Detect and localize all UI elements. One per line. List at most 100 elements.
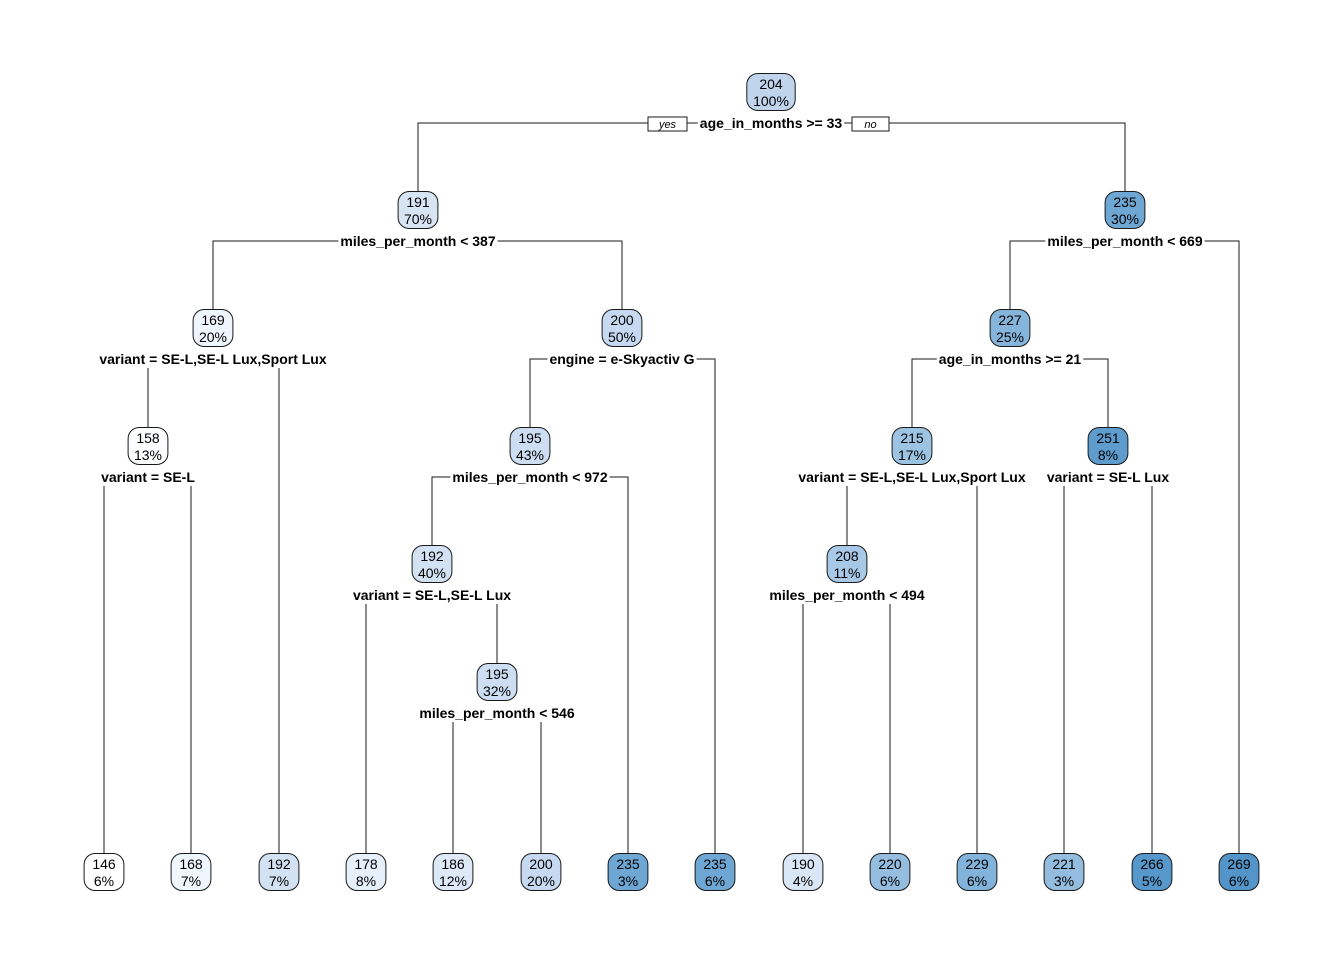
split-label-n6: age_in_months >= 21	[939, 351, 1082, 367]
node-value: 208	[835, 548, 859, 564]
split-label-bg	[1045, 233, 1205, 250]
edge-n12-left	[846, 476, 912, 546]
node-box	[432, 853, 474, 891]
split-label-bg	[796, 469, 1028, 486]
split-label-n13: variant = SE-L Lux	[1047, 469, 1169, 485]
node-percent: 13%	[134, 447, 162, 463]
node-value: 169	[201, 312, 225, 328]
node-value: 251	[1096, 430, 1120, 446]
node-percent: 70%	[404, 211, 432, 227]
node-percent: 20%	[527, 873, 555, 889]
edge-n1-left	[417, 122, 771, 192]
node-box	[607, 853, 649, 891]
edge-n2-left	[212, 240, 418, 310]
edge-n6-right	[1010, 358, 1109, 428]
split-label-bg	[547, 351, 697, 368]
node-percent: 6%	[705, 873, 725, 889]
edge-n13-left	[1063, 476, 1108, 854]
node-percent: 20%	[199, 329, 227, 345]
node-value: 266	[1140, 856, 1164, 872]
split-label-n20: variant = SE-L,SE-L Lux	[353, 587, 511, 603]
split-label-bg	[767, 587, 927, 604]
edge-n13-right	[1108, 476, 1153, 854]
split-label-n4: variant = SE-L,SE-L Lux,Sport Lux	[99, 351, 326, 367]
edge-n12-right	[912, 476, 978, 854]
node-box	[746, 73, 796, 111]
split-label-bg	[338, 233, 498, 250]
edge-n5-left	[529, 358, 622, 428]
split-label-n12: variant = SE-L,SE-L Lux,Sport Lux	[798, 469, 1025, 485]
edge-n2-right	[418, 240, 623, 310]
node-box	[345, 853, 387, 891]
node-value: 190	[791, 856, 815, 872]
node-percent: 7%	[181, 873, 201, 889]
node-value: 146	[92, 856, 116, 872]
split-label-bg	[697, 115, 845, 132]
node-value: 158	[136, 430, 160, 446]
tree-nodes: 204100%19170%23530%16920%20050%22725%158…	[83, 73, 1260, 891]
split-label-bg	[1044, 469, 1172, 486]
edge-n3-left	[1009, 240, 1125, 310]
node-percent: 5%	[1142, 873, 1162, 889]
edge-n24-right	[847, 594, 891, 854]
node-percent: 3%	[1054, 873, 1074, 889]
node-box	[826, 545, 868, 583]
split-label-n24: miles_per_month < 494	[769, 587, 924, 603]
node-value: 204	[759, 76, 783, 92]
edge-n20-left	[365, 594, 432, 854]
node-box	[782, 853, 824, 891]
node-value: 168	[179, 856, 203, 872]
node-box	[1087, 427, 1129, 465]
node-box	[83, 853, 125, 891]
node-value: 178	[354, 856, 378, 872]
split-label-bg	[99, 469, 197, 486]
node-box	[520, 853, 562, 891]
split-label-bg	[97, 351, 329, 368]
node-percent: 25%	[996, 329, 1024, 345]
split-label-bg	[936, 351, 1084, 368]
edge-n4-left	[147, 358, 213, 428]
node-value: 269	[1227, 856, 1251, 872]
node-percent: 4%	[793, 873, 813, 889]
node-percent: 6%	[94, 873, 114, 889]
node-box	[170, 853, 212, 891]
split-label-bg	[417, 705, 577, 722]
node-value: 192	[420, 548, 444, 564]
node-box	[411, 545, 453, 583]
split-label-n10: miles_per_month < 972	[452, 469, 607, 485]
node-value: 221	[1052, 856, 1076, 872]
node-percent: 43%	[516, 447, 544, 463]
node-value: 235	[616, 856, 640, 872]
edge-n41-left	[452, 712, 497, 854]
node-percent: 6%	[880, 873, 900, 889]
split-label-n8: variant = SE-L	[101, 469, 195, 485]
edge-n3-right	[1125, 240, 1240, 854]
node-box	[1218, 853, 1260, 891]
edge-n1-right	[771, 122, 1126, 192]
no-tag: no	[851, 116, 890, 132]
node-percent: 32%	[483, 683, 511, 699]
edge-n8-left	[103, 476, 148, 854]
node-box	[891, 427, 933, 465]
split-label-n41: miles_per_month < 546	[419, 705, 574, 721]
edge-n10-right	[530, 476, 629, 854]
node-box	[397, 191, 439, 229]
node-percent: 40%	[418, 565, 446, 581]
yes-tag: yes	[647, 116, 688, 132]
node-box	[476, 663, 518, 701]
node-percent: 6%	[967, 873, 987, 889]
node-value: 191	[406, 194, 430, 210]
